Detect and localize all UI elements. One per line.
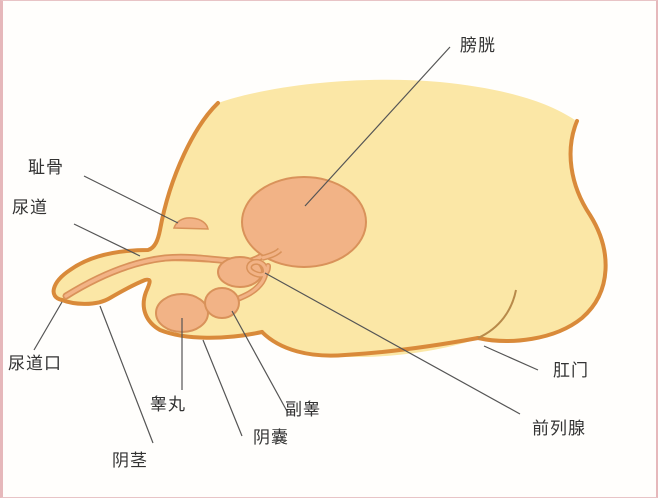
epididymis (204, 287, 240, 319)
label-penis: 阴茎 (112, 451, 148, 471)
label-pubic-bone: 耻骨 (28, 158, 64, 178)
penis-outline (60, 277, 264, 340)
leader-urethral-opening (33, 301, 63, 351)
buttock-outline (476, 119, 608, 343)
urethra-tube-inner (64, 244, 274, 298)
label-epididymis: 副睾 (285, 400, 321, 420)
gluteal-crease (477, 289, 517, 339)
leader-urethra (73, 223, 141, 257)
label-anus: 肛门 (553, 361, 589, 381)
label-testis: 睾丸 (150, 395, 186, 415)
leader-prostate (264, 272, 521, 415)
leader-bladder (304, 46, 451, 207)
leader-scrotum (202, 339, 243, 437)
leader-epididymis (231, 310, 289, 414)
leader-lines (33, 46, 539, 444)
bladder (241, 176, 367, 268)
label-bladder: 膀胱 (460, 36, 496, 56)
leader-penis (99, 305, 154, 444)
bladder-neck-inner (261, 248, 282, 260)
scrotum-outline (260, 330, 480, 358)
label-prostate: 前列腺 (532, 419, 586, 439)
abdomen-outline (51, 101, 220, 302)
label-urethral-opening: 尿道口 (8, 354, 62, 374)
label-scrotum: 阴囊 (253, 428, 289, 448)
leader-pubic-bone (83, 175, 179, 224)
leader-anus (483, 345, 539, 371)
vas-deferens-inner (233, 260, 270, 302)
label-urethra: 尿道 (12, 198, 48, 218)
